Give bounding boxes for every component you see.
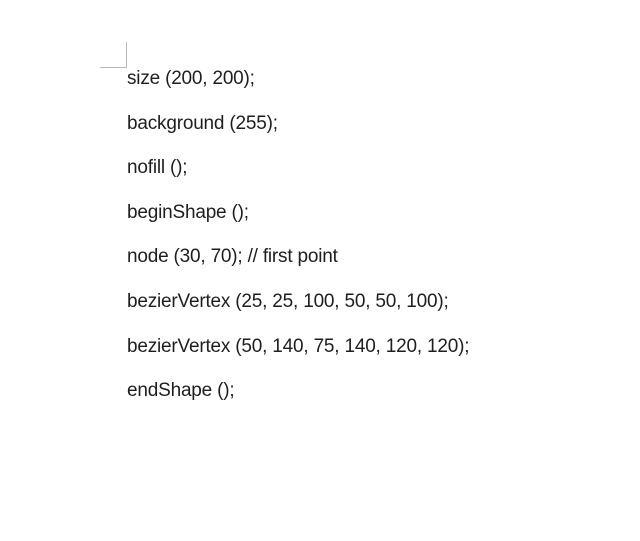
code-line: node (30, 70); // first point (127, 246, 338, 268)
code-line: bezierVertex (25, 25, 100, 50, 50, 100); (127, 290, 449, 312)
document-body[interactable]: size (200, 200); background (255); nofil… (127, 67, 469, 424)
code-line: endShape (); (127, 380, 235, 402)
code-line: background (255); (127, 112, 278, 134)
code-line: size (200, 200); (127, 68, 255, 89)
margin-corner-horizontal (100, 67, 127, 68)
code-line: bezierVertex (50, 140, 75, 140, 120, 120… (127, 335, 470, 357)
code-line: beginShape (); (127, 201, 249, 223)
margin-corner-vertical (126, 42, 127, 68)
code-line: nofill (); (127, 157, 188, 179)
